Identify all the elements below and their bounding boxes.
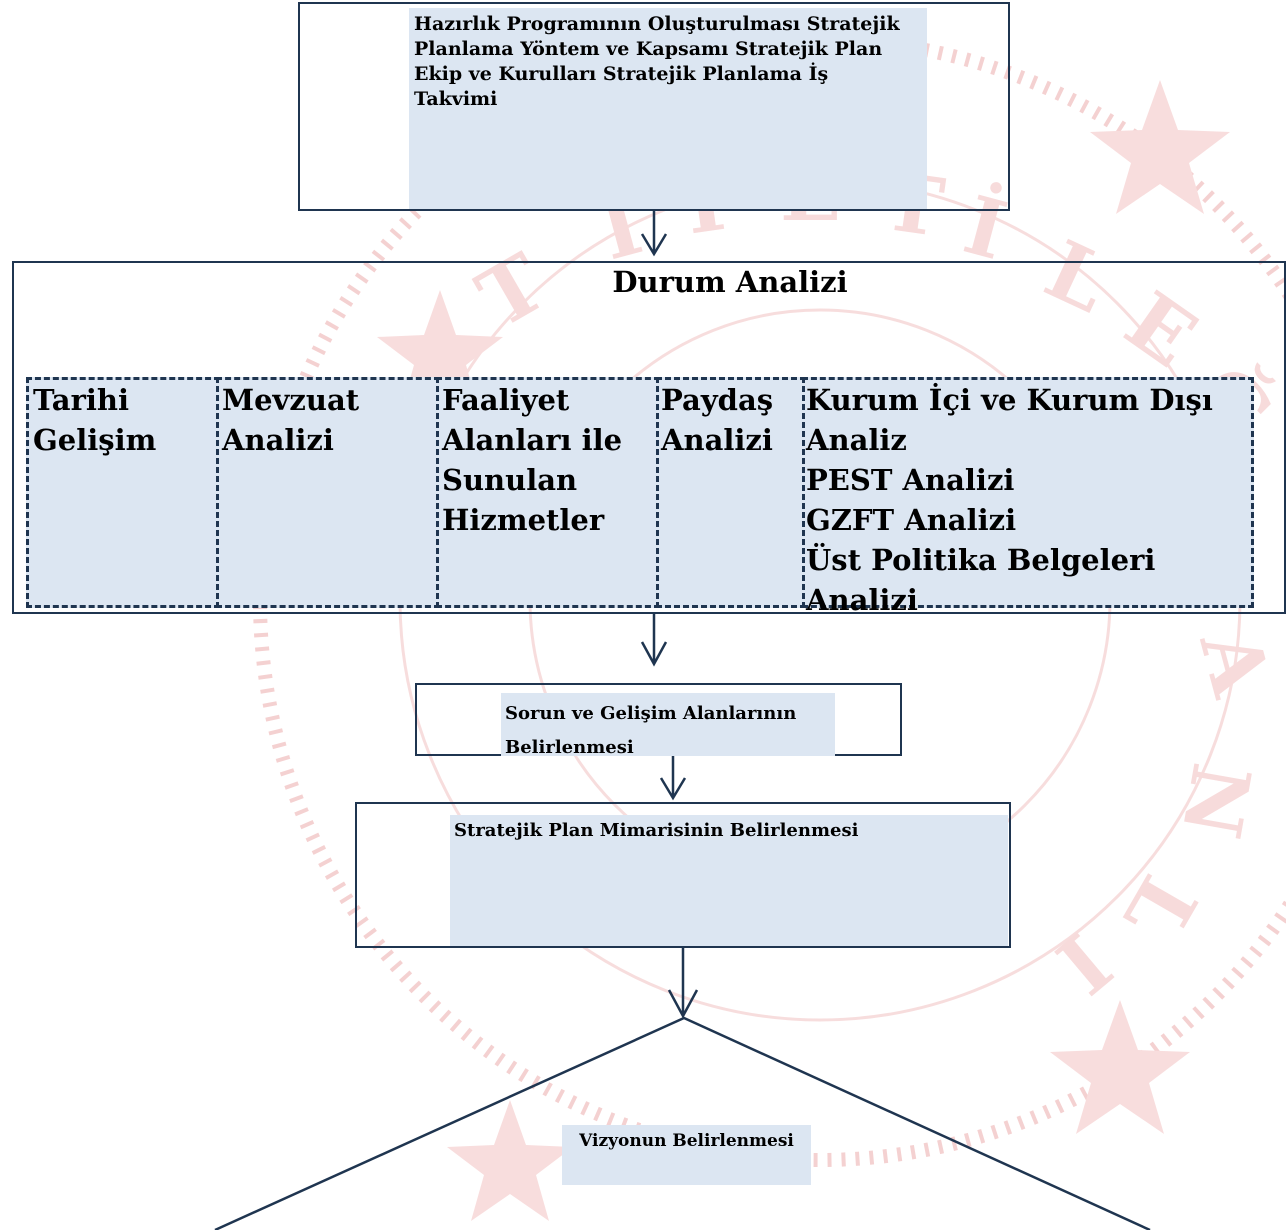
durum-column-tarihi-text: Tarihi Gelişim [33, 383, 157, 457]
step-vizyon-fill [562, 1125, 811, 1185]
durum-analizi-title: Durum Analizi [612, 265, 848, 299]
step-sorun-text: Sorun ve Gelişim Alanlarının Belirlenmes… [505, 703, 797, 758]
arrow-2 [640, 612, 668, 667]
step-hazirlik-box [298, 2, 1010, 211]
step-mimari-text: Stratejik Plan Mimarisinin Belirlenmesi [454, 820, 859, 841]
triangle-outline [214, 1016, 1151, 1230]
step-hazirlik-text: Hazırlık Programının Oluşturulması Strat… [414, 13, 900, 110]
arrow-4 [667, 948, 699, 1019]
durum-column-mevzuat-text: Mevzuat Analizi [222, 383, 360, 457]
durum-analizi-box [12, 261, 1286, 614]
step-sorun-fill [501, 693, 835, 756]
step-hazirlik-fill [409, 8, 927, 209]
durum-column-faaliyet-text: Faaliyet Alanları ile Sunulan Hizmetler [442, 383, 623, 537]
step-mimari-fill [450, 815, 1008, 946]
step-mimari-box [355, 802, 1011, 948]
durum-column-kurum [802, 377, 1254, 608]
durum-column-tarihi [26, 377, 220, 608]
durum-column-mevzuat [216, 377, 440, 608]
arrow-1 [640, 210, 668, 257]
step-vizyon-text: Vizyonun Belirlenmesi [579, 1131, 794, 1151]
durum-column-paydas-text: Paydaş Analizi [661, 383, 774, 457]
svg-text:N: N [1164, 757, 1269, 845]
arrow-3 [659, 756, 687, 801]
durum-column-kurum-text: Kurum İçi ve Kurum Dışı Analiz PEST Anal… [806, 383, 1213, 617]
